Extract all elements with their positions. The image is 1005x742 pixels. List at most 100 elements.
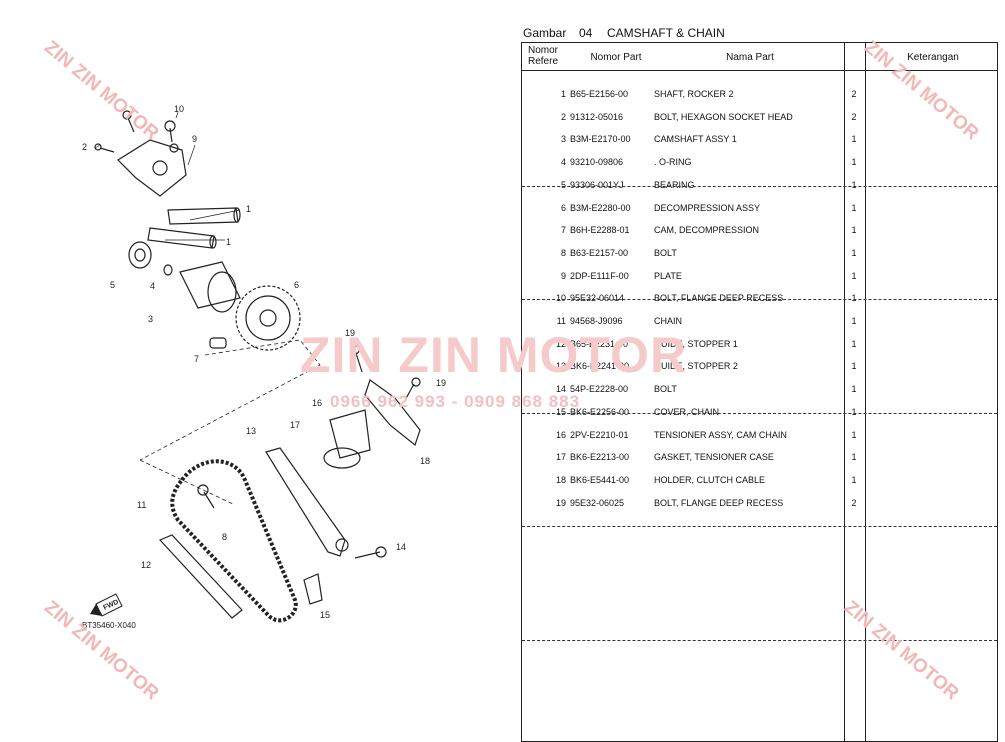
exploded-parts-diagram: FWD BT35460-X040 1 1 2 3 4 5 6 7 8 9 10 …: [82, 104, 446, 630]
callout-2: 2: [82, 142, 87, 152]
callout-13: 13: [246, 426, 256, 436]
quantity-cell: 1: [851, 406, 857, 417]
ref-cell: 10: [555, 293, 566, 304]
part-name-cell: CAM, DECOMPRESSION: [654, 225, 760, 236]
part-name-cell: PLATE: [654, 270, 682, 281]
ref-cell: 8: [560, 247, 566, 258]
part-number-cell: BK6-E2213-00: [570, 452, 630, 463]
quantity-cell: 1: [851, 179, 857, 190]
part-number-cell: B3M-E2280-00: [570, 202, 631, 213]
col-name: Nama Part: [726, 52, 774, 63]
ref-cell: 4: [560, 157, 566, 168]
rocker-plate-part: [117, 139, 187, 197]
part-name-cell: SHAFT, ROCKER 2: [654, 89, 734, 99]
part-name-cell: BOLT, FLANGE DEEP RECESS: [654, 497, 784, 508]
ref-cell: 2: [560, 111, 566, 122]
part-number-cell: BK6-E2241-00: [570, 361, 630, 372]
callout-8: 8: [222, 532, 227, 542]
ref-cell: 7: [560, 225, 566, 236]
callout-4: 4: [150, 281, 155, 291]
quantity-cell: 2: [851, 111, 857, 122]
rocker-shaft-part: [167, 207, 239, 225]
part-name-cell: COVER, CHAIN: [654, 406, 720, 417]
part-number-cell: B3M-E2170-00: [570, 134, 631, 145]
quantity-cell: 1: [851, 361, 857, 372]
tensioner-part: [329, 409, 371, 459]
part-number-cell: 93306-001YJ: [570, 179, 624, 190]
quantity-cell: 1: [851, 384, 857, 395]
part-name-cell: . O-RING: [654, 157, 692, 168]
o-ring-part: [163, 264, 173, 276]
part-number-cell: 2DP-E111F-00: [570, 270, 629, 281]
quantity-cell: 1: [851, 452, 857, 463]
fwd-arrow-icon: FWD: [90, 593, 123, 617]
callout-11: 11: [137, 500, 146, 510]
callout-16: 16: [312, 398, 322, 408]
callout-19b: 19: [436, 378, 446, 388]
callout-6: 6: [294, 280, 299, 290]
callout-17: 17: [290, 420, 300, 430]
callout-15: 15: [320, 610, 330, 620]
ref-cell: 1: [560, 89, 566, 99]
part-number-cell: 54P-E2228-00: [570, 384, 629, 395]
ref-cell: 18: [555, 474, 566, 485]
quantity-cell: 1: [851, 474, 857, 485]
part-name-cell: BOLT, FLANGE DEEP RECESS: [654, 293, 784, 304]
part-number-cell: BK6-E2256-00: [570, 406, 630, 417]
part-name-cell: CAMSHAFT ASSY 1: [654, 134, 737, 145]
ref-cell: 6: [560, 202, 566, 213]
quantity-cell: 1: [851, 316, 857, 326]
callout-1b: 1: [226, 237, 231, 247]
ref-cell: 17: [555, 452, 566, 463]
bearing-part: [128, 241, 152, 269]
part-number-cell: 93210-09806: [570, 157, 624, 168]
part-number-cell: B65-E2231-00: [570, 338, 629, 349]
cable-holder-part: [364, 379, 421, 447]
table-row: 14 54P-E2228-00 BOLT 1: [522, 378, 997, 400]
quantity-cell: 1: [851, 157, 857, 168]
quantity-cell: 1: [851, 134, 857, 145]
quantity-cell: 1: [851, 270, 857, 281]
chain-guide-2-part: [265, 447, 346, 557]
table-row: 8 B63-E2157-00 BOLT 1: [522, 242, 997, 264]
rocker-shaft-part: [147, 227, 215, 249]
callout-1: 1: [246, 204, 251, 214]
ref-cell: 14: [555, 384, 566, 395]
quantity-cell: 2: [851, 497, 857, 508]
part-number-cell: 91312-05016: [570, 111, 624, 122]
part-name-cell: BEARING: [654, 179, 695, 190]
quantity-cell: 1: [851, 247, 857, 258]
quantity-cell: 1: [851, 429, 857, 440]
table-row: 4 93210-09806 . O-RING 1: [522, 151, 997, 173]
quantity-cell: 1: [851, 293, 857, 304]
callout-14: 14: [396, 542, 406, 552]
gasket-part: [323, 447, 361, 469]
part-name-cell: GASKET, TENSIONER CASE: [654, 452, 774, 463]
cam-chain-part: [170, 459, 298, 623]
part-number-cell: 95E32-06025: [570, 497, 625, 508]
ref-cell: 16: [555, 429, 566, 440]
part-number-cell: BK6-E5441-00: [570, 474, 630, 485]
ref-cell: 3: [560, 134, 566, 145]
part-name-cell: BOLT: [654, 247, 677, 258]
part-number-cell: B63-E2157-00: [570, 247, 629, 258]
part-name-cell: TENSIONER ASSY, CAM CHAIN: [654, 429, 787, 440]
callout-3: 3: [148, 314, 153, 324]
ref-cell: 12: [555, 338, 566, 349]
ref-cell: 15: [555, 406, 566, 417]
part-number-cell: 94568-J9096: [570, 316, 623, 326]
part-number-cell: B6H-E2288-01: [570, 225, 630, 236]
quantity-cell: 1: [851, 338, 857, 349]
sheet-title: CAMSHAFT & CHAIN: [607, 26, 725, 40]
part-name-cell: BOLT: [654, 384, 677, 395]
gambar-number: 04: [579, 26, 593, 40]
diagram-code: BT35460-X040: [82, 621, 136, 630]
